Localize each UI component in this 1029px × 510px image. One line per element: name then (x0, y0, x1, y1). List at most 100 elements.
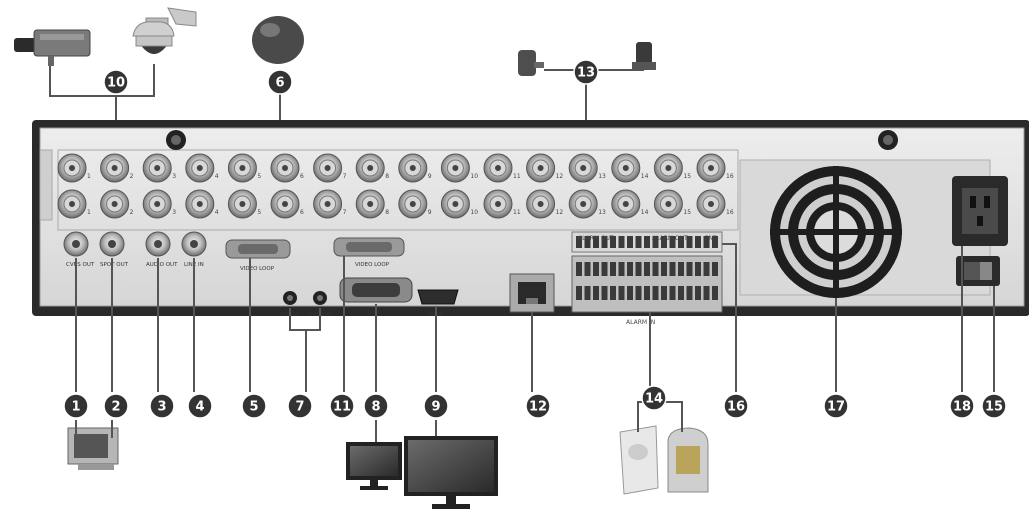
video-loop-port-2[interactable] (333, 237, 405, 257)
video-input-bnc-loop-5[interactable]: 5 (227, 189, 261, 219)
vga-label: VGA (368, 310, 380, 316)
panel-screw-right (878, 130, 898, 150)
alarm-terminal-pin (686, 262, 693, 276)
bnc-number-label: 4 (215, 173, 219, 180)
mic-in-jack[interactable] (283, 291, 297, 305)
video-input-bnc-in-11[interactable]: 11 (483, 153, 521, 183)
alarm-terminal-pin (576, 286, 582, 300)
alarm-terminal-block[interactable] (571, 231, 723, 313)
video-loop-port-1[interactable] (225, 239, 291, 259)
bnc-number-label: 3 (172, 209, 176, 216)
video-input-bnc-loop-12[interactable]: 12 (526, 189, 564, 219)
alarm-out-pin (652, 236, 659, 248)
video-input-bnc-in-15[interactable]: 15 (653, 153, 691, 183)
video-input-bnc-loop-7[interactable]: 7 (313, 189, 347, 219)
video-input-bnc-in-3[interactable]: 3 (142, 153, 176, 183)
video-input-bnc-in-8[interactable]: 8 (355, 153, 389, 183)
alarm-out-pin (686, 236, 693, 248)
vga-monitor-icon (346, 442, 402, 490)
video-input-bnc-in-4[interactable]: 4 (185, 153, 219, 183)
alarm-terminal-pin (669, 286, 676, 300)
bnc-number-label: 15 (683, 209, 691, 216)
video-input-bnc-loop-14[interactable]: 14 (611, 189, 649, 219)
alarm-out-pin (661, 236, 667, 248)
bnc-number-label: 1 (87, 209, 91, 216)
alarm-out-pin (644, 236, 650, 248)
video-input-bnc-loop-13[interactable]: 13 (568, 189, 606, 219)
power-socket[interactable] (952, 176, 1008, 246)
alarm-terminal-pin (627, 262, 633, 276)
video-input-bnc-in-12[interactable]: 12 (526, 153, 564, 183)
callout-number: 3 (157, 400, 166, 415)
video-input-bnc-in-14[interactable]: 14 (611, 153, 649, 183)
video-input-bnc-loop-2[interactable]: 2 (100, 189, 134, 219)
panel-screw-left (166, 130, 186, 150)
bnc-number-label: 8 (385, 173, 389, 180)
bnc-number-label: 2 (130, 173, 134, 180)
video-input-bnc-in-9[interactable]: 9 (398, 153, 432, 183)
video-input-bnc-loop-6[interactable]: 6 (270, 189, 304, 219)
power-switch[interactable] (956, 256, 1000, 286)
callout-number: 13 (577, 66, 595, 81)
video-input-bnc-in-10[interactable]: 10 (440, 153, 478, 183)
callout-number: 15 (985, 400, 1003, 415)
video-input-bnc-loop-9[interactable]: 9 (398, 189, 432, 219)
video-input-bnc-loop-16[interactable]: 16 (696, 189, 734, 219)
alarm-terminal-pin (695, 262, 701, 276)
callout-badge-1: 1 (63, 393, 89, 419)
alarm-terminal-pin (703, 262, 710, 276)
alarm-terminal-pin (695, 286, 701, 300)
alarm-terminal-pin (652, 262, 659, 276)
video-input-bnc-loop-10[interactable]: 10 (440, 189, 478, 219)
video-input-bnc-in-13[interactable]: 13 (568, 153, 606, 183)
alarm-sensor-pir-icon (619, 425, 659, 495)
video-input-bnc-in-6[interactable]: 6 (270, 153, 304, 183)
callout-number: 5 (249, 400, 258, 415)
video-input-bnc-loop-15[interactable]: 15 (653, 189, 691, 219)
callout-number: 8 (371, 400, 380, 415)
alarm-out-label-2: ALARM OUT (652, 235, 688, 242)
alarm-terminal-pin (678, 262, 684, 276)
video-input-bnc-in-1[interactable]: 1 (57, 153, 91, 183)
alarm-terminal-pin (644, 262, 650, 276)
video-input-bnc-loop-3[interactable]: 3 (142, 189, 176, 219)
bnc-number-label: 12 (556, 209, 564, 216)
video-input-bnc-loop-11[interactable]: 11 (483, 189, 521, 219)
alarm-terminal-pin (601, 286, 608, 300)
callout-lines (75, 243, 995, 442)
callout-badge-13: 13 (573, 59, 599, 85)
bnc-number-label: 14 (641, 173, 649, 180)
video-input-bnc-loop-1[interactable]: 1 (57, 189, 91, 219)
video-input-bnc-in-7[interactable]: 7 (313, 153, 347, 183)
video-input-bnc-in-2[interactable]: 2 (100, 153, 134, 183)
video-input-bnc-loop-8[interactable]: 8 (355, 189, 389, 219)
hdmi-port[interactable] (417, 289, 459, 305)
callout-badge-8: 8 (363, 393, 389, 419)
callout-badge-11: 11 (329, 393, 355, 419)
alarm-terminal-pin (712, 286, 718, 300)
vga-port[interactable] (339, 277, 413, 303)
callout-number: 17 (827, 400, 845, 415)
bnc-number-label: 14 (641, 209, 649, 216)
alarm-out-pin (576, 236, 582, 248)
spot-out-connector[interactable] (99, 231, 125, 257)
dome-camera-icon (132, 7, 197, 54)
line-out-jack[interactable] (313, 291, 327, 305)
callout-badge-2: 2 (103, 393, 129, 419)
cvbs-out-connector[interactable] (63, 231, 89, 257)
video-input-bnc-loop-4[interactable]: 4 (185, 189, 219, 219)
callout-badge-7: 7 (287, 393, 313, 419)
video-input-bnc-in-5[interactable]: 5 (227, 153, 261, 183)
callout-number: 18 (953, 400, 971, 415)
audio-out-connector[interactable] (145, 231, 171, 257)
ethernet-port[interactable] (509, 273, 555, 313)
callout-number: 4 (195, 400, 204, 415)
line-in-connector[interactable] (181, 231, 207, 257)
video-input-bnc-in-16[interactable]: 16 (696, 153, 734, 183)
alarm-terminal-pin (593, 262, 599, 276)
alarm-terminal-pin (584, 286, 591, 300)
callout-badge-9: 9 (423, 393, 449, 419)
dome-microphone-icon (252, 16, 304, 64)
